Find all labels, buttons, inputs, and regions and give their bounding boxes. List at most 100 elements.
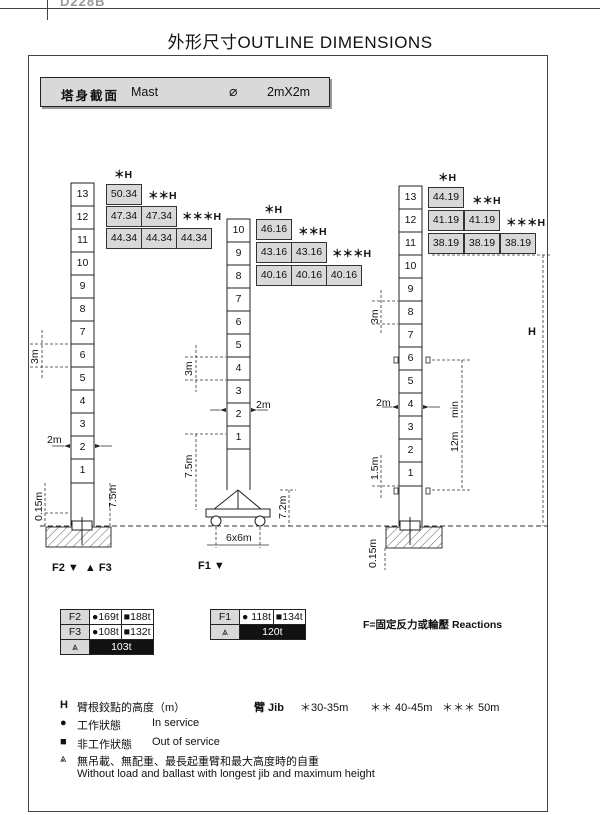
force-f2: F2 ▼ ▲ F3 xyxy=(52,562,112,574)
header-rule xyxy=(0,8,600,9)
h-cell: 40.16 xyxy=(256,265,292,286)
section-number: 8 xyxy=(407,306,414,318)
h-cell: 41.19 xyxy=(464,210,500,231)
section-number: 3 xyxy=(235,385,242,397)
h-cell: 38.19 xyxy=(428,233,464,254)
h-header-double: ＊＊H xyxy=(298,226,327,238)
document-code: D228B xyxy=(60,0,106,9)
h-cell: 44.34 xyxy=(106,228,142,249)
right-base-dim: 1.5m xyxy=(369,456,381,480)
left-ground-dim: 0.15m xyxy=(33,491,45,521)
mid-section-height-dim: 3m xyxy=(183,361,195,376)
left-tower xyxy=(30,182,112,548)
header-divider xyxy=(47,0,48,20)
reaction-in-service: ●169t xyxy=(89,609,122,625)
arrow-up-icon: ▲ xyxy=(84,562,96,574)
h-header-triple: ＊＊＊H xyxy=(506,217,546,229)
right-section-height-dim: 3m xyxy=(369,309,381,324)
arrow-down-icon: ▼ xyxy=(67,562,79,574)
drawing-frame xyxy=(28,55,548,812)
mast-size: 2mX2m xyxy=(267,85,311,99)
mid-base-dim: 7.5m xyxy=(183,454,195,478)
weight-icon: ⩓ xyxy=(60,639,90,655)
section-number: 10 xyxy=(76,257,89,269)
right-width-dim: 2m xyxy=(376,397,391,409)
reaction-label: F1 xyxy=(210,609,240,625)
reaction-out-service: ■134t xyxy=(272,609,306,625)
force-f1: F1 ▼ xyxy=(198,560,225,572)
legend-jib-3: ＊＊＊ 50m xyxy=(442,702,500,714)
section-number: 7 xyxy=(235,293,242,305)
left-width-dim: 2m xyxy=(47,434,62,446)
reaction-total: 103t xyxy=(89,639,154,655)
left-section-height-dim: 3m xyxy=(29,349,41,364)
legend-jib-1: ＊30-35m xyxy=(300,702,349,714)
h-header-single: ＊H xyxy=(438,172,457,184)
section-number: 4 xyxy=(79,395,86,407)
reaction-out-service: ■132t xyxy=(120,624,154,640)
weight-icon: ⩓ xyxy=(60,753,67,765)
h-cell: 44.19 xyxy=(428,187,464,208)
right-min-value: 12m xyxy=(449,431,461,452)
weight-icon: ⩓ xyxy=(210,624,240,640)
mid-tower-sections: 10 9 8 7 6 5 4 3 2 1 xyxy=(227,219,250,449)
reaction-total: 120t xyxy=(239,624,306,640)
section-number: 10 xyxy=(404,260,417,272)
reaction-label: F3 xyxy=(60,624,90,640)
h-cell: 47.34 xyxy=(141,206,177,227)
right-ground-dim: 0.15m xyxy=(367,538,379,568)
h-cell: 43.16 xyxy=(256,242,292,263)
mast-section-box: 塔身截面 Mast ⌀ 2mX2m xyxy=(40,77,330,107)
legend-in-service-en: In service xyxy=(152,717,200,729)
section-number: 2 xyxy=(407,444,414,456)
h-cell: 44.34 xyxy=(141,228,177,249)
reaction-in-service: ●108t xyxy=(89,624,122,640)
legend-h-symbol: H xyxy=(60,699,68,711)
section-number: 3 xyxy=(79,418,86,430)
section-number: 5 xyxy=(235,339,242,351)
right-min-label: min xyxy=(449,401,461,418)
h-cell: 40.16 xyxy=(326,265,362,286)
out-service-square-icon: ■ xyxy=(60,736,67,748)
h-header-triple: ＊＊＊H xyxy=(332,248,372,260)
page-title: 外形尺寸OUTLINE DIMENSIONS xyxy=(167,33,433,52)
legend-jib-2: ＊＊ 40-45m xyxy=(370,702,433,714)
h-cell: 38.19 xyxy=(500,233,536,254)
mid-tower xyxy=(185,218,296,548)
reaction-table-left: F2 ●169t ■188t F3 ●108t ■132t ⩓ 103t xyxy=(60,609,154,655)
section-number: 13 xyxy=(76,188,89,200)
section-number: 12 xyxy=(404,214,417,226)
mast-section-symbol: ⌀ xyxy=(229,83,238,99)
section-number: 6 xyxy=(79,349,86,361)
reaction-in-service: ● 118t xyxy=(239,609,274,625)
legend-out-service-cn: 非工作狀態 xyxy=(77,739,132,751)
reaction-label: F2 xyxy=(60,609,90,625)
reaction-table-mid: F1 ● 118t ■134t ⩓ 120t xyxy=(210,609,306,640)
h-cell: 41.19 xyxy=(428,210,464,231)
h-cell: 40.16 xyxy=(291,265,327,286)
section-number: 6 xyxy=(407,352,414,364)
section-number: 11 xyxy=(405,237,416,249)
right-tower xyxy=(372,185,550,570)
legend-out-service-en: Out of service xyxy=(152,736,220,748)
section-number: 7 xyxy=(407,329,414,341)
legend-h-desc: 臂根鉸點的高度（m） xyxy=(77,702,186,714)
right-h-dim: H xyxy=(528,326,536,338)
h-cell: 50.34 xyxy=(106,184,142,205)
section-number: 6 xyxy=(235,316,242,328)
section-number: 7 xyxy=(79,326,86,338)
mast-label-en: Mast xyxy=(131,85,159,99)
mid-chassis-base-dim: 6x6m xyxy=(226,532,252,544)
section-number: 5 xyxy=(407,375,414,387)
section-number: 4 xyxy=(235,362,242,374)
section-number: 4 xyxy=(407,398,414,410)
right-tower-sections: 13 12 11 10 9 8 7 6 5 4 3 2 1 xyxy=(399,186,422,485)
h-cell: 38.19 xyxy=(464,233,500,254)
h-header-triple: ＊＊＊H xyxy=(182,211,222,223)
section-number: 2 xyxy=(79,441,86,453)
h-cell: 47.34 xyxy=(106,206,142,227)
h-cell: 44.34 xyxy=(176,228,212,249)
arrow-down-icon: ▼ xyxy=(213,560,225,572)
section-number: 11 xyxy=(77,234,88,246)
mast-label-cn: 塔身截面 xyxy=(61,89,120,103)
